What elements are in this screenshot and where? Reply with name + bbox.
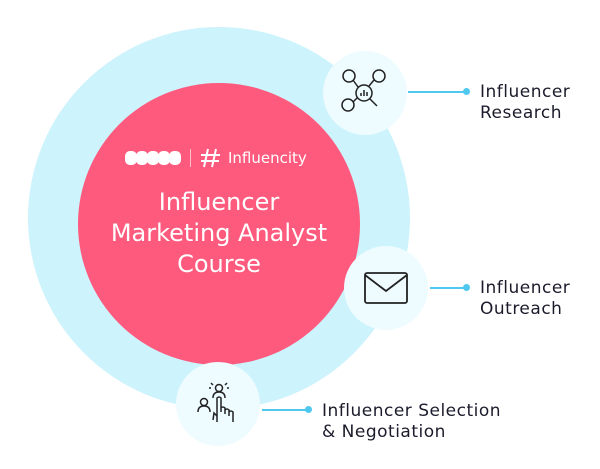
node-label-research: Influencer Research: [480, 82, 570, 124]
partner-logo-icon: [125, 151, 181, 165]
connector-dot: [305, 406, 312, 413]
influencity-hash-icon: [201, 148, 220, 168]
connector-line: [262, 409, 308, 411]
research-node: [323, 51, 407, 135]
connector-dot: [463, 284, 470, 291]
title-line: Influencer: [158, 188, 280, 216]
label-line: & Negotiation: [322, 422, 446, 442]
label-line: Research: [480, 103, 562, 123]
label-line: Influencer Selection: [322, 401, 502, 421]
course-circle: [78, 83, 360, 365]
hand-select-person-icon: [197, 382, 234, 422]
envelope-icon: [364, 272, 408, 304]
connector-line: [430, 287, 466, 289]
course-title: Influencer Marketing Analyst Course: [78, 187, 360, 280]
label-line: Outreach: [480, 299, 563, 319]
title-line: Course: [177, 250, 261, 278]
node-label-selection: Influencer Selection & Negotiation: [322, 401, 501, 443]
connector-dot: [463, 88, 470, 95]
label-line: Influencer: [480, 278, 571, 298]
brand-name: Influencity: [228, 149, 307, 167]
logo-divider: [190, 149, 191, 167]
outreach-node: [344, 246, 428, 330]
title-line: Marketing Analyst: [110, 219, 328, 247]
research-network-icon: [341, 69, 386, 112]
selection-node: [176, 362, 260, 446]
connector-line: [408, 91, 466, 93]
logo-row: Influencity: [125, 148, 307, 168]
label-line: Influencer: [480, 82, 571, 102]
node-label-outreach: Influencer Outreach: [480, 278, 570, 320]
